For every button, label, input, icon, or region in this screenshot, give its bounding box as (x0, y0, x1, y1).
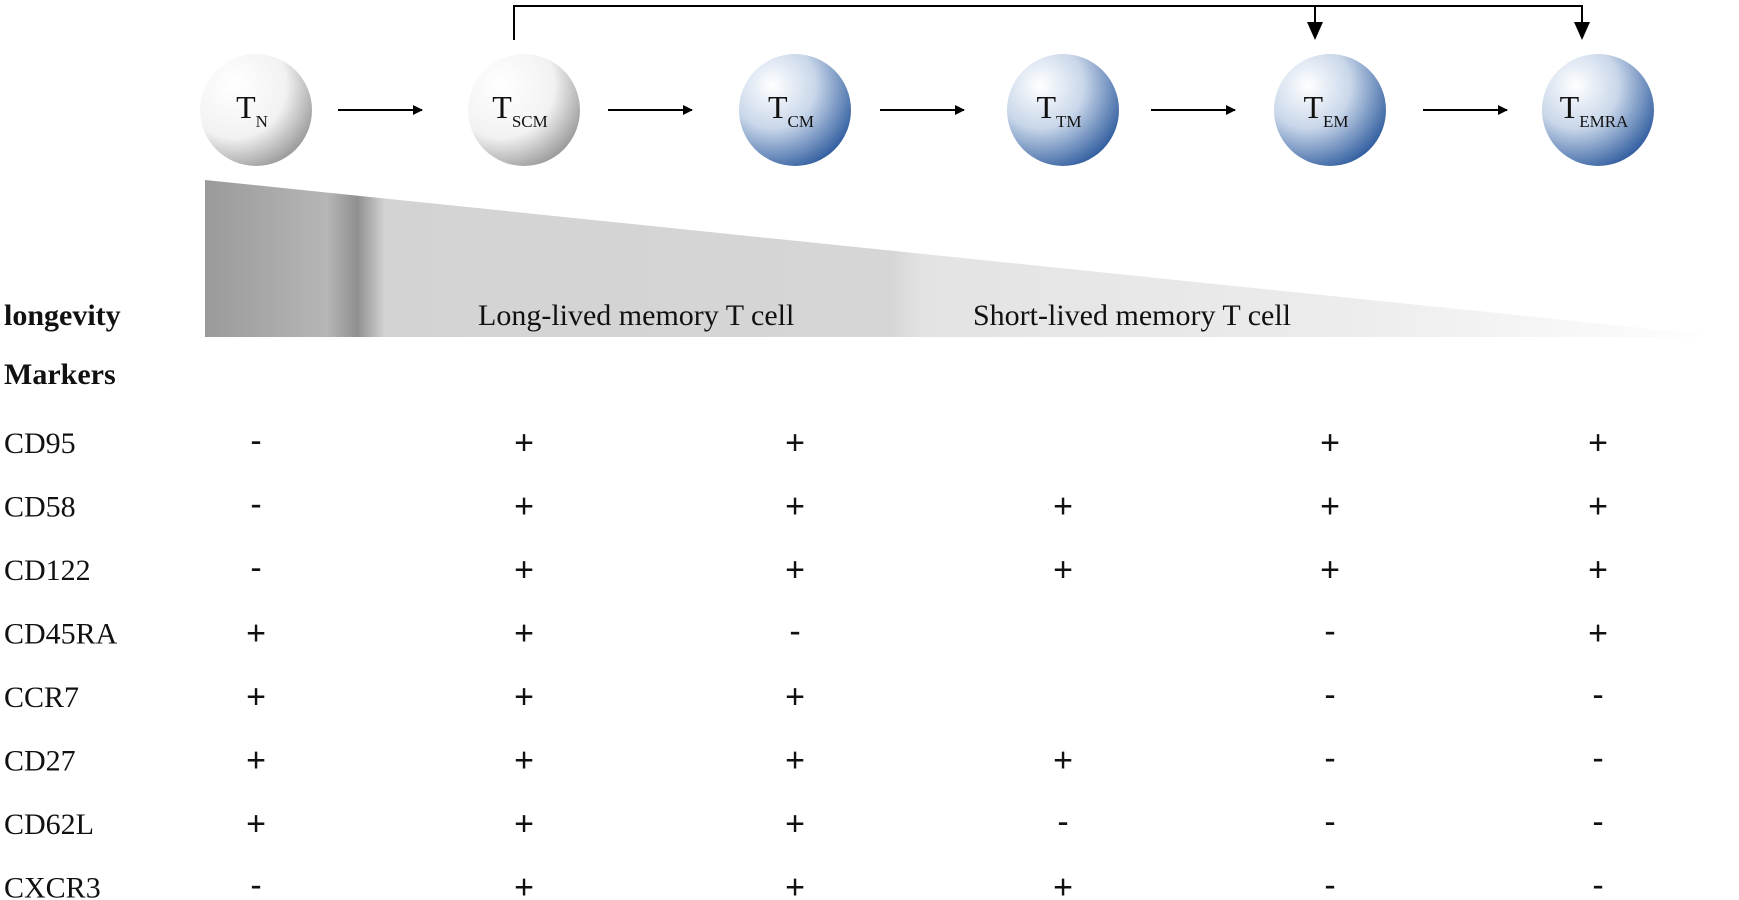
marker-positive: + (1053, 741, 1073, 779)
cell-cm: TCM (739, 54, 851, 166)
marker-name: CD95 (4, 427, 76, 460)
marker-name: CD27 (4, 745, 76, 778)
marker-positive: + (246, 741, 266, 779)
marker-positive: + (1588, 424, 1608, 462)
cell-tm: TTM (1007, 54, 1119, 166)
marker-positive: + (785, 741, 805, 779)
marker-row-cd62l: CD62L + + + - - - (4, 803, 1604, 843)
cell-label: TN (236, 89, 268, 131)
marker-positive: + (785, 487, 805, 525)
cell-label: TCM (768, 89, 814, 131)
marker-negative: - (1592, 866, 1603, 900)
marker-row-cd45ra: CD45RA + + - - + (4, 612, 1608, 652)
marker-positive: + (1053, 487, 1073, 525)
marker-positive: + (1588, 614, 1608, 652)
cell-circle (1542, 54, 1654, 166)
marker-name: CD122 (4, 554, 91, 587)
cell-label: TTM (1036, 89, 1081, 131)
longevity-wedge (205, 180, 1730, 337)
short-lived-label: Short-lived memory T cell (973, 299, 1291, 332)
marker-name: CXCR3 (4, 872, 101, 900)
bracket-line (513, 5, 1583, 40)
marker-negative: - (1324, 803, 1335, 841)
longevity-label: longevity (4, 299, 121, 332)
marker-positive: + (514, 678, 534, 716)
cell-row: TN TSCM TCM TTM TEM TEMRA (200, 54, 1654, 166)
marker-name: CD45RA (4, 618, 118, 651)
marker-positive: + (785, 424, 805, 462)
cell-n: TN (200, 54, 312, 166)
marker-positive: + (1320, 424, 1340, 462)
marker-name: CCR7 (4, 681, 79, 714)
marker-positive: + (514, 487, 534, 525)
marker-positive: + (1588, 551, 1608, 589)
marker-positive: + (1053, 551, 1073, 589)
marker-positive: + (514, 805, 534, 843)
cell-label: TEM (1303, 89, 1348, 131)
marker-row-ccr7: CCR7 + + + - - (4, 676, 1604, 716)
marker-negative: - (1324, 676, 1335, 714)
marker-name: CD62L (4, 808, 94, 841)
cell-label: TEMRA (1560, 89, 1629, 131)
cell-circle (468, 54, 580, 166)
cell-circle (1007, 54, 1119, 166)
marker-negative: - (1324, 612, 1335, 650)
marker-negative: - (1592, 803, 1603, 841)
long-lived-label: Long-lived memory T cell (478, 299, 794, 332)
cell-emra: TEMRA (1542, 54, 1654, 166)
marker-row-cd27: CD27 + + + + - - (4, 739, 1604, 779)
marker-positive: + (246, 805, 266, 843)
marker-negative: - (250, 549, 261, 587)
marker-negative: - (250, 866, 261, 900)
marker-row-cd122: CD122 - + + + + + (4, 549, 1608, 589)
cell-label: TSCM (492, 89, 547, 131)
feedback-bracket (513, 5, 1590, 40)
marker-positive: + (1588, 487, 1608, 525)
marker-positive: + (514, 424, 534, 462)
marker-positive: + (785, 868, 805, 900)
cell-circle (1274, 54, 1386, 166)
marker-negative: - (1324, 866, 1335, 900)
marker-positive: + (514, 551, 534, 589)
marker-negative: - (250, 485, 261, 523)
marker-negative: - (250, 422, 261, 460)
marker-name: CD58 (4, 491, 76, 524)
marker-positive: + (514, 614, 534, 652)
bracket-arrowhead-tem (1307, 22, 1323, 40)
cell-scm: TSCM (468, 54, 580, 166)
marker-positive: + (1320, 487, 1340, 525)
cell-em: TEM (1274, 54, 1386, 166)
marker-negative: - (1057, 803, 1068, 841)
cell-circle (739, 54, 851, 166)
cell-circle (200, 54, 312, 166)
markers-heading: Markers (4, 358, 116, 391)
marker-positive: + (246, 614, 266, 652)
marker-row-cd95: CD95 - + + + + (4, 422, 1608, 462)
marker-row-cxcr3: CXCR3 - + + + - - (4, 866, 1604, 900)
marker-row-cd58: CD58 - + + + + + (4, 485, 1608, 525)
marker-negative: - (1592, 676, 1603, 714)
marker-negative: - (789, 612, 800, 650)
marker-positive: + (785, 678, 805, 716)
marker-positive: + (1320, 551, 1340, 589)
marker-negative: - (1592, 739, 1603, 777)
marker-positive: + (1053, 868, 1073, 900)
marker-positive: + (514, 868, 534, 900)
marker-positive: + (785, 805, 805, 843)
marker-positive: + (785, 551, 805, 589)
marker-negative: - (1324, 739, 1335, 777)
bracket-arrowhead-temra (1574, 22, 1590, 40)
marker-positive: + (246, 678, 266, 716)
marker-table: CD95 - + + + + CD58 - + + + + + CD122 - + + + + + CD45RA + + - -… (4, 422, 1608, 900)
marker-positive: + (514, 741, 534, 779)
